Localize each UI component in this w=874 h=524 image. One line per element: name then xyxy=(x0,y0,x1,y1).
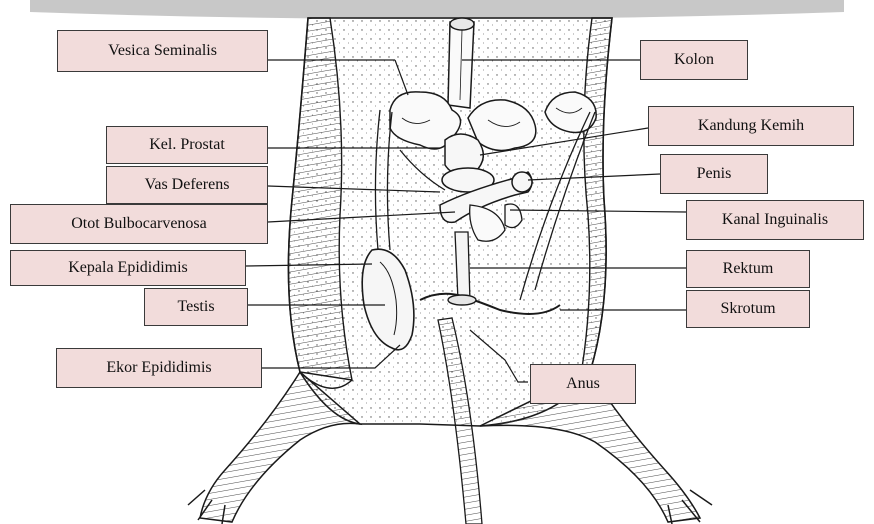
label-kandung-kemih: Kandung Kemih xyxy=(648,106,854,146)
colon-tube xyxy=(448,18,474,108)
label-vesica-seminalis: Vesica Seminalis xyxy=(57,30,268,72)
label-rektum: Rektum xyxy=(686,250,810,288)
label-kolon: Kolon xyxy=(640,40,748,80)
label-anus: Anus xyxy=(530,364,636,404)
label-otot-bulbocarvenosa: Otot Bulbocarvenosa xyxy=(10,204,268,244)
label-kel-prostat: Kel. Prostat xyxy=(106,126,268,164)
label-skrotum: Skrotum xyxy=(686,290,810,328)
top-banner xyxy=(30,0,844,19)
label-vas-deferens: Vas Deferens xyxy=(106,166,268,204)
label-kanal-inguinalis: Kanal Inguinalis xyxy=(686,200,864,240)
anus-opening xyxy=(448,295,476,305)
label-testis: Testis xyxy=(144,288,248,326)
label-ekor-epididimis: Ekor Epididimis xyxy=(56,348,262,388)
label-penis: Penis xyxy=(660,154,768,194)
rectum-tube xyxy=(455,232,470,302)
label-kepala-epididimis: Kepala Epididimis xyxy=(10,250,246,286)
